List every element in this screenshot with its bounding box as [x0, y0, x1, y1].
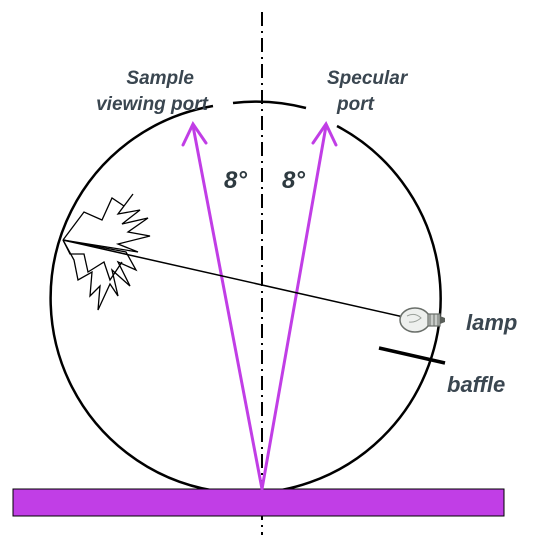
sphere-outline-top-segment [232, 100, 307, 110]
lamp-label: lamp [466, 310, 517, 335]
sample-port-label-line2: viewing port [96, 94, 209, 115]
baffle [378, 346, 446, 365]
baffle-label: baffle [447, 372, 505, 397]
lamp-ray [62, 239, 409, 319]
specular-port-label-line2: port [336, 94, 375, 115]
light-bulb-icon [399, 307, 445, 333]
specular-beam-arrowhead [311, 121, 338, 147]
angle-label-right: 8° [282, 167, 305, 194]
sample-plate [12, 488, 505, 517]
sample-port-label-line1: Sample [126, 68, 194, 89]
diffuse-reflection-lobes [62, 193, 151, 311]
angle-label-left: 8° [224, 167, 247, 194]
sphere-outline-main [49, 104, 442, 495]
viewing-beams [181, 121, 338, 491]
sample-beam [191, 124, 264, 491]
specular-beam [260, 124, 328, 491]
specular-port-label-line1: Specular [327, 68, 409, 89]
sample-beam-arrowhead [181, 121, 208, 147]
